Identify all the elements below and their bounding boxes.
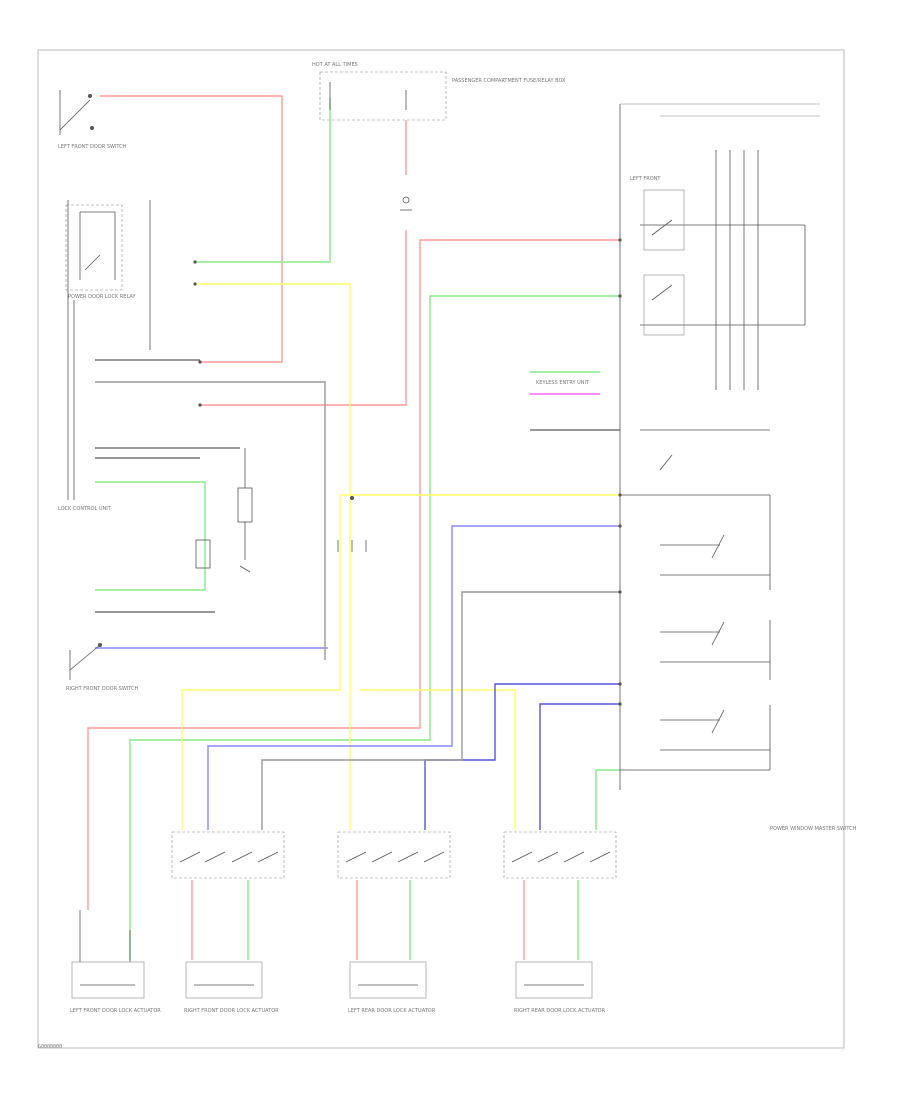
top-fuse-label: HOT AT ALL TIMES bbox=[312, 62, 358, 68]
unlock-sensor bbox=[195, 539, 211, 569]
window-switch-group-1 bbox=[660, 495, 771, 590]
footer-code: G0000000 bbox=[38, 1044, 63, 1050]
connector-triple bbox=[337, 496, 367, 552]
fuse-block-label: PASSENGER COMPARTMENT FUSE/RELAY BOX bbox=[452, 78, 566, 84]
relay-label: POWER DOOR LOCK RELAY bbox=[68, 294, 136, 300]
wire-gray bbox=[95, 359, 620, 830]
switch-block-2 bbox=[337, 831, 451, 879]
diagram-frame bbox=[37, 49, 845, 1049]
left-front-switch-label: LEFT FRONT DOOR SWITCH bbox=[58, 144, 127, 150]
window-switch-top-label: LEFT FRONT bbox=[630, 176, 661, 182]
keyless-label: KEYLESS ENTRY UNIT bbox=[536, 380, 590, 386]
wire-red bbox=[87, 95, 620, 960]
switch-to-actuator-lines bbox=[79, 910, 131, 962]
right-front-door-switch: RIGHT FRONT DOOR SWITCH bbox=[66, 643, 139, 692]
relay-block: POWER DOOR LOCK RELAY bbox=[65, 204, 136, 300]
lock-sensor bbox=[237, 448, 253, 573]
window-switch-label: POWER WINDOW MASTER SWITCH bbox=[770, 826, 857, 832]
wire-yellow bbox=[181, 283, 620, 830]
actuator-left-rear: LEFT REAR DOOR LOCK ACTUATOR bbox=[348, 961, 436, 1014]
lock-control-label: LOCK CONTROL UNIT bbox=[58, 506, 112, 512]
switch-block-1 bbox=[171, 831, 285, 879]
wire-blue bbox=[95, 525, 620, 830]
left-rear-actuator-label: LEFT REAR DOOR LOCK ACTUATOR bbox=[348, 1008, 436, 1014]
actuator-right-front: RIGHT FRONT DOOR LOCK ACTUATOR bbox=[184, 961, 279, 1014]
left-front-actuator-label: LEFT FRONT DOOR LOCK ACTUATOR bbox=[70, 1008, 161, 1014]
window-master-switch: LEFT FRONT POWER WINDOW MASTER SWITCH bbox=[619, 103, 857, 832]
window-switch-group-2 bbox=[660, 620, 771, 680]
switch-block-3 bbox=[503, 831, 617, 879]
left-front-door-switch: LEFT FRONT DOOR SWITCH bbox=[58, 90, 127, 150]
actuator-right-rear: RIGHT REAR DOOR LOCK ACTUATOR bbox=[514, 961, 606, 1014]
connector-dots bbox=[193, 238, 622, 706]
right-front-switch-label: RIGHT FRONT DOOR SWITCH bbox=[66, 686, 139, 692]
right-rear-actuator-label: RIGHT REAR DOOR LOCK ACTUATOR bbox=[514, 1008, 606, 1014]
top-fuse-block: HOT AT ALL TIMES PASSENGER COMPARTMENT F… bbox=[312, 62, 566, 121]
right-front-actuator-label: RIGHT FRONT DOOR LOCK ACTUATOR bbox=[184, 1008, 279, 1014]
actuator-left-front: LEFT FRONT DOOR LOCK ACTUATOR bbox=[70, 961, 161, 1014]
wire-green bbox=[95, 98, 620, 960]
keyless-switch: KEYLESS ENTRY UNIT bbox=[536, 380, 770, 496]
window-switch-group-3 bbox=[620, 705, 771, 771]
connector-c1 bbox=[400, 196, 412, 211]
